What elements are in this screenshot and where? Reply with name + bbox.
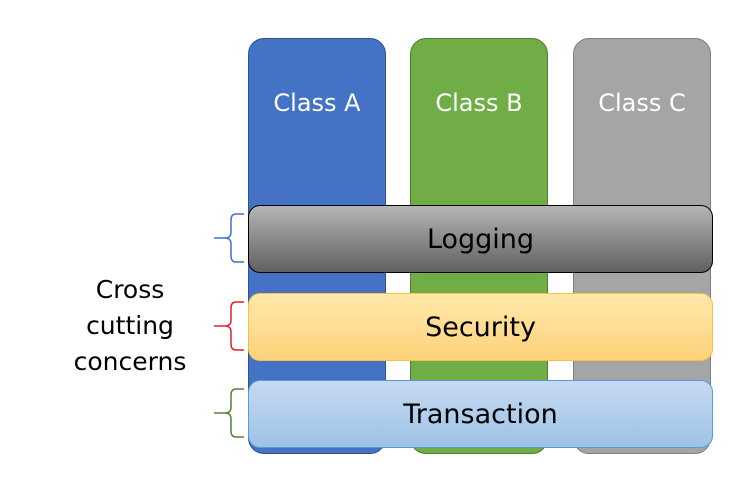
side-label-line-1: Cross xyxy=(95,275,165,304)
logging-brace xyxy=(214,213,244,263)
security-band: Security xyxy=(248,293,713,361)
class-c-label: Class C xyxy=(598,89,686,117)
transaction-band: Transaction xyxy=(248,380,713,448)
logging-band: Logging xyxy=(248,205,713,273)
logging-label: Logging xyxy=(426,223,535,255)
transaction-brace xyxy=(214,388,244,438)
side-label-line-2: cutting xyxy=(86,311,174,340)
class-b-label: Class B xyxy=(435,89,523,117)
transaction-label: Transaction xyxy=(403,398,558,430)
cross-cutting-concerns-label: Cross cutting concerns xyxy=(60,272,200,380)
side-label-line-3: concerns xyxy=(73,347,187,376)
security-brace xyxy=(214,301,244,351)
security-label: Security xyxy=(425,311,536,343)
class-a-label: Class A xyxy=(273,89,361,117)
